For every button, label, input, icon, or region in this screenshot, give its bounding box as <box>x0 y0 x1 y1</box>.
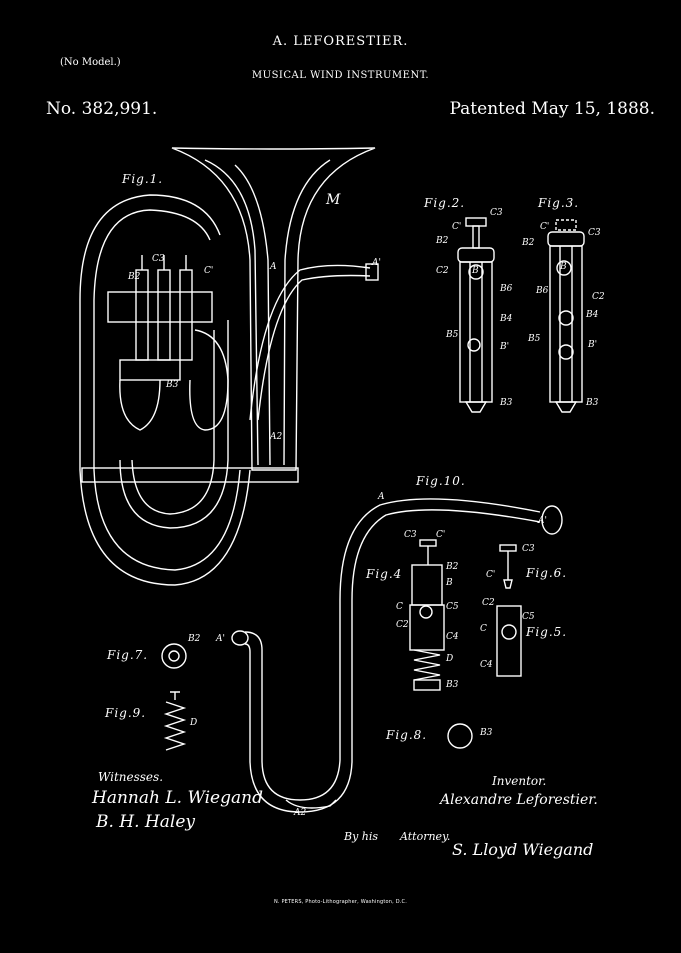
part-label-c4-fig4: C4 <box>446 632 459 642</box>
stem-fig6-and-sleeve-fig5 <box>496 544 522 677</box>
fig8-label: Fig.8. <box>386 728 428 742</box>
attorney-heading: Attorney. <box>400 830 451 843</box>
mouthpipe-fig10 <box>231 498 563 813</box>
valve-fig2 <box>457 217 495 413</box>
fig10-label: Fig.10. <box>416 474 466 488</box>
part-label-m: M <box>326 192 341 208</box>
part-label-b-fig2: B <box>472 266 479 276</box>
part-label-a1-mouthpiece: A' <box>216 634 225 644</box>
part-label-b5-fig3: B5 <box>528 334 541 344</box>
part-label-a: A <box>270 262 277 272</box>
part-label-b2-fig1: B2 <box>128 272 141 282</box>
part-label-b2-fig2: B2 <box>436 236 449 246</box>
part-label-d-fig4: D <box>446 654 454 664</box>
part-label-b5-fig2: B5 <box>446 330 459 340</box>
fig1-label: Fig.1. <box>122 172 164 186</box>
fig2-label: Fig.2. <box>424 196 466 210</box>
part-label-a2: A2 <box>270 432 283 442</box>
no-model-note: (No Model.) <box>60 57 121 68</box>
part-label-b-fig4: B <box>446 578 453 588</box>
patent-subject-title: MUSICAL WIND INSTRUMENT. <box>251 70 430 81</box>
fig4-label: Fig.4 <box>366 567 403 581</box>
tuba-leadpipe <box>249 264 371 421</box>
inventor-name-heading: A. LEFORESTIER. <box>272 34 409 49</box>
part-label-b-fig3: B <box>560 262 567 272</box>
witness-signature-2: B. H. Haley <box>96 812 195 832</box>
piston-fig4 <box>409 539 445 691</box>
fig6-label: Fig.6. <box>526 566 568 580</box>
inventor-heading: Inventor. <box>492 774 547 788</box>
part-label-c2-fig5: C2 <box>482 598 495 608</box>
part-label-a2-fig10: A2 <box>294 808 307 818</box>
part-label-b1-fig2: B' <box>500 342 510 352</box>
part-label-c1-fig6: C' <box>486 570 496 580</box>
printer-credit: N. PETERS, Photo-Lithographer, Washingto… <box>273 899 408 905</box>
part-label-c3-fig2: C3 <box>490 208 503 218</box>
part-label-b3-fig3: B3 <box>586 398 599 408</box>
part-label-c1-fig2: C' <box>452 222 462 232</box>
part-label-c1-fig4: C' <box>436 530 446 540</box>
part-label-c5-fig4: C5 <box>446 602 459 612</box>
valve-fig3 <box>547 219 585 413</box>
part-label-c1-fig1: C' <box>204 266 214 276</box>
part-label-b2-fig3: B2 <box>522 238 535 248</box>
part-label-a1: A' <box>372 258 381 268</box>
patent-number: No. 382,991. <box>46 99 158 119</box>
part-label-b2-fig4: B2 <box>446 562 459 572</box>
tuba-outer-loop <box>79 194 251 586</box>
part-label-b2-fig7: B2 <box>188 634 201 644</box>
patent-date: Patented May 15, 1888. <box>449 99 656 119</box>
tuba-valve-block <box>107 291 213 323</box>
part-label-c3-fig3: C3 <box>588 228 601 238</box>
attorney-signature: S. Lloyd Wiegand <box>452 840 594 859</box>
part-label-b4-fig2: B4 <box>500 314 513 324</box>
tuba-bell <box>171 147 376 471</box>
tuba-drawing <box>79 147 379 586</box>
witness-signature-1: Hannah L. Wiegand <box>92 788 263 808</box>
ring-fig8 <box>447 723 473 749</box>
part-label-c3-fig4: C3 <box>404 530 417 540</box>
attorney-prefix: By his <box>344 830 379 843</box>
part-label-c-fig5: C <box>480 624 487 634</box>
part-label-c3-fig6: C3 <box>522 544 535 554</box>
part-label-b3-fig2: B3 <box>500 398 513 408</box>
fig5-label: Fig.5. <box>526 625 568 639</box>
part-label-c2-fig3: C2 <box>592 292 605 302</box>
small-parts <box>161 643 473 751</box>
inventor-signature: Alexandre Leforestier. <box>440 792 598 808</box>
part-label-b6-fig2: B6 <box>500 284 513 294</box>
part-label-b3-fig1: B3 <box>166 380 179 390</box>
part-label-c1-fig3: C' <box>540 222 550 232</box>
part-label-c2-fig4: C2 <box>396 620 409 630</box>
part-label-b3-fig8: B3 <box>480 728 493 738</box>
fig7-label: Fig.7. <box>107 648 149 662</box>
part-label-d-fig9: D <box>190 718 198 728</box>
part-label-c-fig4: C <box>396 602 403 612</box>
spring-fig9 <box>163 691 187 751</box>
part-label-c4-fig5: C4 <box>480 660 493 670</box>
fig3-label: Fig.3. <box>538 196 580 210</box>
part-label-c2-fig2: C2 <box>436 266 449 276</box>
part-label-a1-fig10: A' <box>538 516 547 526</box>
cap-fig7 <box>161 643 187 669</box>
part-label-c3-fig1: C3 <box>152 254 165 264</box>
part-label-c5-fig5: C5 <box>522 612 535 622</box>
part-label-a-fig10: A <box>378 492 385 502</box>
part-label-b6-fig3: B6 <box>536 286 549 296</box>
part-label-b4-fig3: B4 <box>586 310 599 320</box>
part-label-b1-fig3: B' <box>588 340 598 350</box>
fig9-label: Fig.9. <box>105 706 147 720</box>
part-label-b3-fig4: B3 <box>446 680 459 690</box>
witnesses-heading: Witnesses. <box>98 770 164 784</box>
